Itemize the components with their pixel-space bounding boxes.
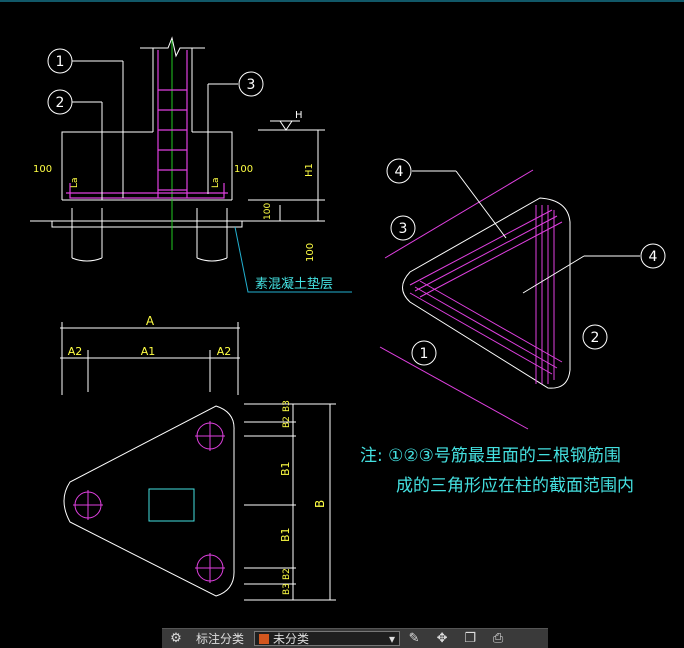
- category-value: 未分类: [273, 632, 310, 646]
- dim-B: B: [313, 500, 327, 508]
- dim-A2-left: A2: [68, 345, 83, 358]
- plan-dimension-b: [244, 403, 336, 601]
- label-la-right: La: [211, 177, 221, 188]
- dim-B3-bottom: B3: [282, 583, 292, 595]
- dim-B2-top: B2: [282, 416, 292, 428]
- edit-icon[interactable]: ✎: [408, 630, 420, 646]
- rebar-plan-outline: [402, 197, 571, 389]
- section-markers: [47, 48, 264, 115]
- copy-icon[interactable]: ❐: [464, 630, 476, 646]
- rebar-plan-leaders: [386, 158, 666, 366]
- rebar-marker-4-top: 4: [395, 164, 404, 180]
- label-la-left: La: [70, 177, 80, 188]
- dim-H: H: [295, 110, 303, 121]
- annotation-category-label: 标注分类: [196, 632, 245, 646]
- move-icon[interactable]: ✥: [436, 630, 448, 646]
- dim-A1: A1: [141, 345, 156, 358]
- dim-A2-right: A2: [217, 345, 232, 358]
- rebar-marker-4-right: 4: [649, 249, 658, 265]
- dim-B1-bottom: B1: [279, 527, 292, 542]
- dim-B1-top: B1: [279, 461, 292, 476]
- rebar-marker-1: 1: [420, 346, 429, 362]
- dim-A: A: [146, 314, 155, 328]
- section-marker-1: 1: [56, 54, 65, 70]
- dim-left-100: 100: [33, 164, 52, 175]
- section-marker-2: 2: [56, 95, 65, 111]
- dim-right-100: 100: [234, 164, 253, 175]
- section-rebar: [66, 50, 228, 199]
- rebar-marker-2: 2: [591, 330, 600, 346]
- dim-H1: H1: [304, 163, 315, 177]
- chevron-down-icon: ▾: [388, 631, 396, 646]
- foundation-section: [30, 36, 325, 262]
- section-leaders: [72, 60, 238, 200]
- dim-B3-top: B3: [282, 400, 292, 412]
- category-dropdown[interactable]: 未分类 ▾: [254, 631, 401, 646]
- note-line-2: 成的三角形应在柱的截面范围内: [396, 476, 634, 496]
- category-color-swatch: [259, 633, 270, 644]
- bedding-label: 素混凝土垫层: [255, 276, 333, 292]
- bedding-leader: [234, 226, 352, 293]
- column-footprint: [148, 488, 195, 522]
- rebar-marker-3: 3: [399, 221, 408, 237]
- triangular-cap-outline: [63, 405, 235, 597]
- pile-symbols: [73, 421, 225, 583]
- stamp-icon[interactable]: ⎙: [492, 630, 504, 646]
- plan-dimension-a: [60, 322, 240, 395]
- layers-icon[interactable]: ⚙: [170, 630, 182, 646]
- dim-small-100: 100: [263, 203, 273, 220]
- dim-B2-bottom: B2: [282, 568, 292, 580]
- section-marker-3: 3: [247, 77, 256, 93]
- annotation-toolbar: ⚙ 标注分类 未分类 ▾ ✎ ✥ ❐ ⎙: [162, 628, 548, 648]
- rebar-plan-bars: [379, 169, 563, 430]
- note-line-1: 注: ①②③号筋最里面的三根钢筋围: [360, 446, 621, 466]
- dim-bottom-100: 100: [305, 243, 316, 262]
